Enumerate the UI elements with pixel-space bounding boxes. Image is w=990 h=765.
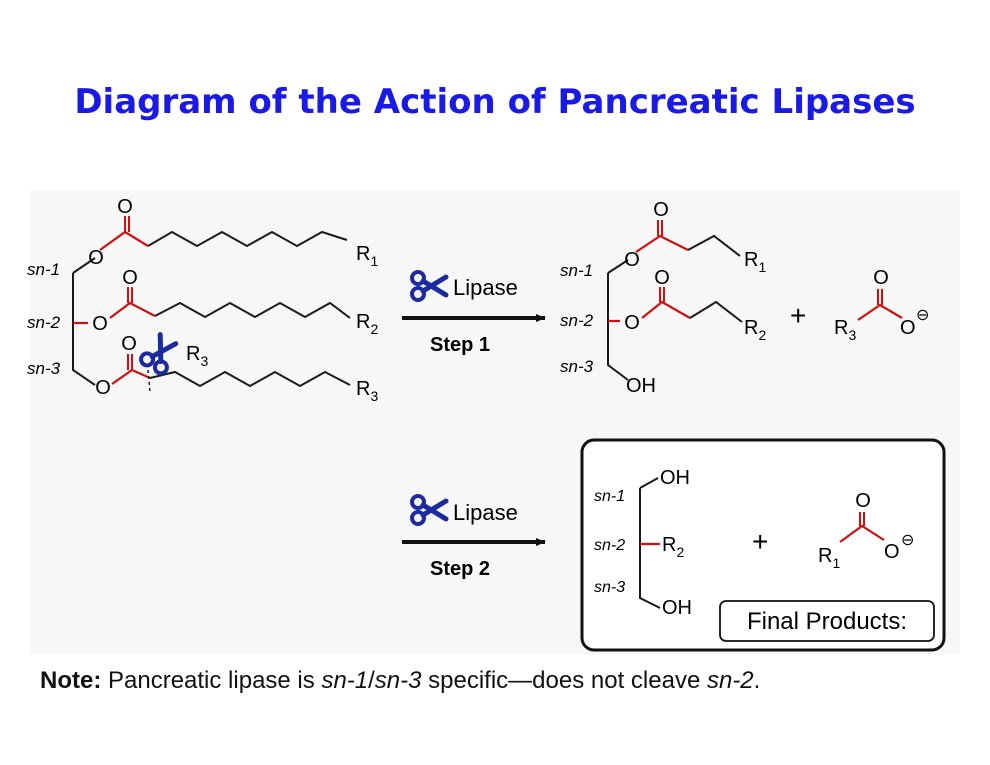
- hydroxyl-label: OH: [660, 467, 690, 489]
- sn3-label: sn-3: [27, 359, 61, 378]
- atom-o: O: [653, 199, 669, 221]
- hydroxyl-label: OH: [626, 375, 656, 397]
- atom-o: O: [900, 317, 916, 339]
- final-products-label: Final Products:: [747, 608, 907, 635]
- step2-label: Step 2: [430, 558, 490, 580]
- atom-o: O: [855, 490, 871, 512]
- final-products-box: OH OH sn-1 sn-2 sn-3 R2 + O R1 O ⊖ Final…: [580, 438, 946, 652]
- plus-sign: +: [790, 300, 806, 331]
- page-title: Diagram of the Action of Pancreatic Lipa…: [74, 82, 916, 122]
- sn3-label: sn-3: [560, 357, 594, 376]
- atom-o: O: [873, 267, 889, 289]
- diglyceride: O O O O OH sn-1 sn-2 sn-3 R1 R2: [560, 199, 766, 397]
- atom-o: O: [121, 333, 137, 355]
- step1-arrow: Lipase Step 1: [402, 272, 546, 356]
- atom-o: O: [122, 267, 138, 289]
- enzyme-label: Lipase: [453, 500, 518, 525]
- sn1-label: sn-1: [594, 488, 625, 505]
- r2-label: R2: [356, 311, 378, 337]
- atom-o: O: [92, 313, 108, 335]
- r3-label: R3: [834, 317, 856, 343]
- scissors-icon: [412, 272, 446, 300]
- scissors-icon: [412, 496, 446, 524]
- hydroxyl-label: OH: [662, 597, 692, 619]
- note-sn3: sn-3: [374, 667, 422, 694]
- r1-label: R1: [818, 545, 840, 571]
- r3-label: R3: [186, 343, 208, 369]
- note-slash: /: [368, 667, 375, 694]
- r2-label: R2: [744, 317, 766, 343]
- note-text: Pancreatic lipase is: [101, 667, 322, 694]
- atom-o: O: [95, 377, 111, 399]
- sn2-label: sn-2: [27, 313, 61, 332]
- sn2-label: sn-2: [594, 537, 625, 554]
- footnote: Note: Pancreatic lipase is sn-1/sn-3 spe…: [40, 667, 970, 695]
- triglyceride: O O O O O O sn-1 sn-2 sn-3 R1 R2 R3 R3: [27, 196, 378, 404]
- sn1-label: sn-1: [27, 260, 60, 279]
- note-sn2: sn-2: [706, 667, 754, 694]
- sn1-label: sn-1: [560, 261, 593, 280]
- atom-o: O: [654, 267, 670, 289]
- atom-o: O: [88, 247, 104, 269]
- carboxylate-r3: O R3 O ⊖: [834, 267, 929, 343]
- r1-label: R1: [356, 243, 378, 269]
- scissors-icon: [139, 332, 180, 375]
- enzyme-label: Lipase: [453, 275, 518, 300]
- r3-label: R3: [356, 378, 378, 404]
- negative-charge: ⊖: [916, 307, 929, 324]
- note-sn1: sn-1: [321, 667, 369, 694]
- sn3-label: sn-3: [594, 579, 625, 596]
- r2-label: R2: [662, 534, 684, 560]
- r1-label: R1: [744, 249, 766, 275]
- note-text: specific—does not cleave: [421, 667, 707, 694]
- step2-arrow: Lipase Step 2: [402, 496, 546, 580]
- sn2-label: sn-2: [560, 311, 594, 330]
- note-period: .: [753, 667, 761, 694]
- note-prefix: Note:: [40, 667, 102, 694]
- atom-o: O: [624, 312, 640, 334]
- step1-label: Step 1: [430, 334, 490, 356]
- atom-o: O: [624, 249, 640, 271]
- negative-charge: ⊖: [901, 532, 914, 549]
- atom-o: O: [117, 196, 133, 218]
- atom-o: O: [884, 541, 900, 563]
- plus-sign: +: [752, 526, 768, 557]
